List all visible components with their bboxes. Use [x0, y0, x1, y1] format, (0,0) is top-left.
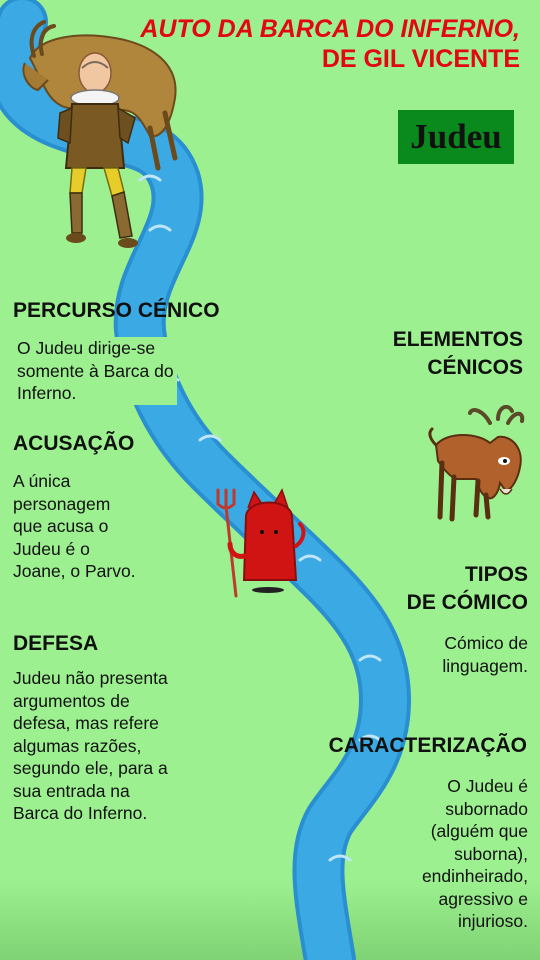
- caracterizacao-heading: CARACTERIZAÇÃO: [328, 734, 527, 757]
- acusacao-heading: ACUSAÇÃO: [13, 432, 135, 455]
- background-shade: [0, 880, 540, 960]
- acusacao-text: A única personagem que acusa o Judeu é o…: [13, 471, 136, 581]
- elementos-heading-line2: CÉNICOS: [427, 356, 523, 379]
- title-rest: DE GIL VICENTE: [321, 45, 520, 73]
- defesa-heading: DEFESA: [13, 632, 99, 655]
- defesa-text: Judeu não presenta argumentos de defesa,…: [13, 668, 168, 823]
- elementos-heading-line1: ELEMENTOS: [392, 328, 523, 351]
- tipos-text: Cómico de linguagem.: [442, 633, 528, 676]
- percurso-heading: PERCURSO CÉNICO: [13, 299, 220, 322]
- tipos-heading-line2: DE CÓMICO: [406, 591, 528, 614]
- elementos-heading: ELEMENTOS CÉNICOS: [323, 326, 523, 382]
- jew-carrying-goat-illustration: [22, 20, 178, 248]
- tipos-heading-line1: TIPOS: [464, 563, 528, 586]
- title-italic: AUTO DA BARCA DO INFERNO,: [140, 15, 520, 43]
- percurso-text: O Judeu dirige-se somente à Barca do Inf…: [17, 337, 177, 405]
- character-badge: Judeu: [398, 110, 514, 164]
- devil-with-trident-illustration: [216, 488, 306, 598]
- caracterizacao-text: O Judeu é subornado (alguém que suborna)…: [421, 776, 528, 931]
- page-title: AUTO DA BARCA DO INFERNO, DE GIL VICENTE: [100, 14, 520, 74]
- goat-illustration: [428, 405, 525, 522]
- tipos-heading: TIPOS DE CÓMICO: [328, 561, 528, 617]
